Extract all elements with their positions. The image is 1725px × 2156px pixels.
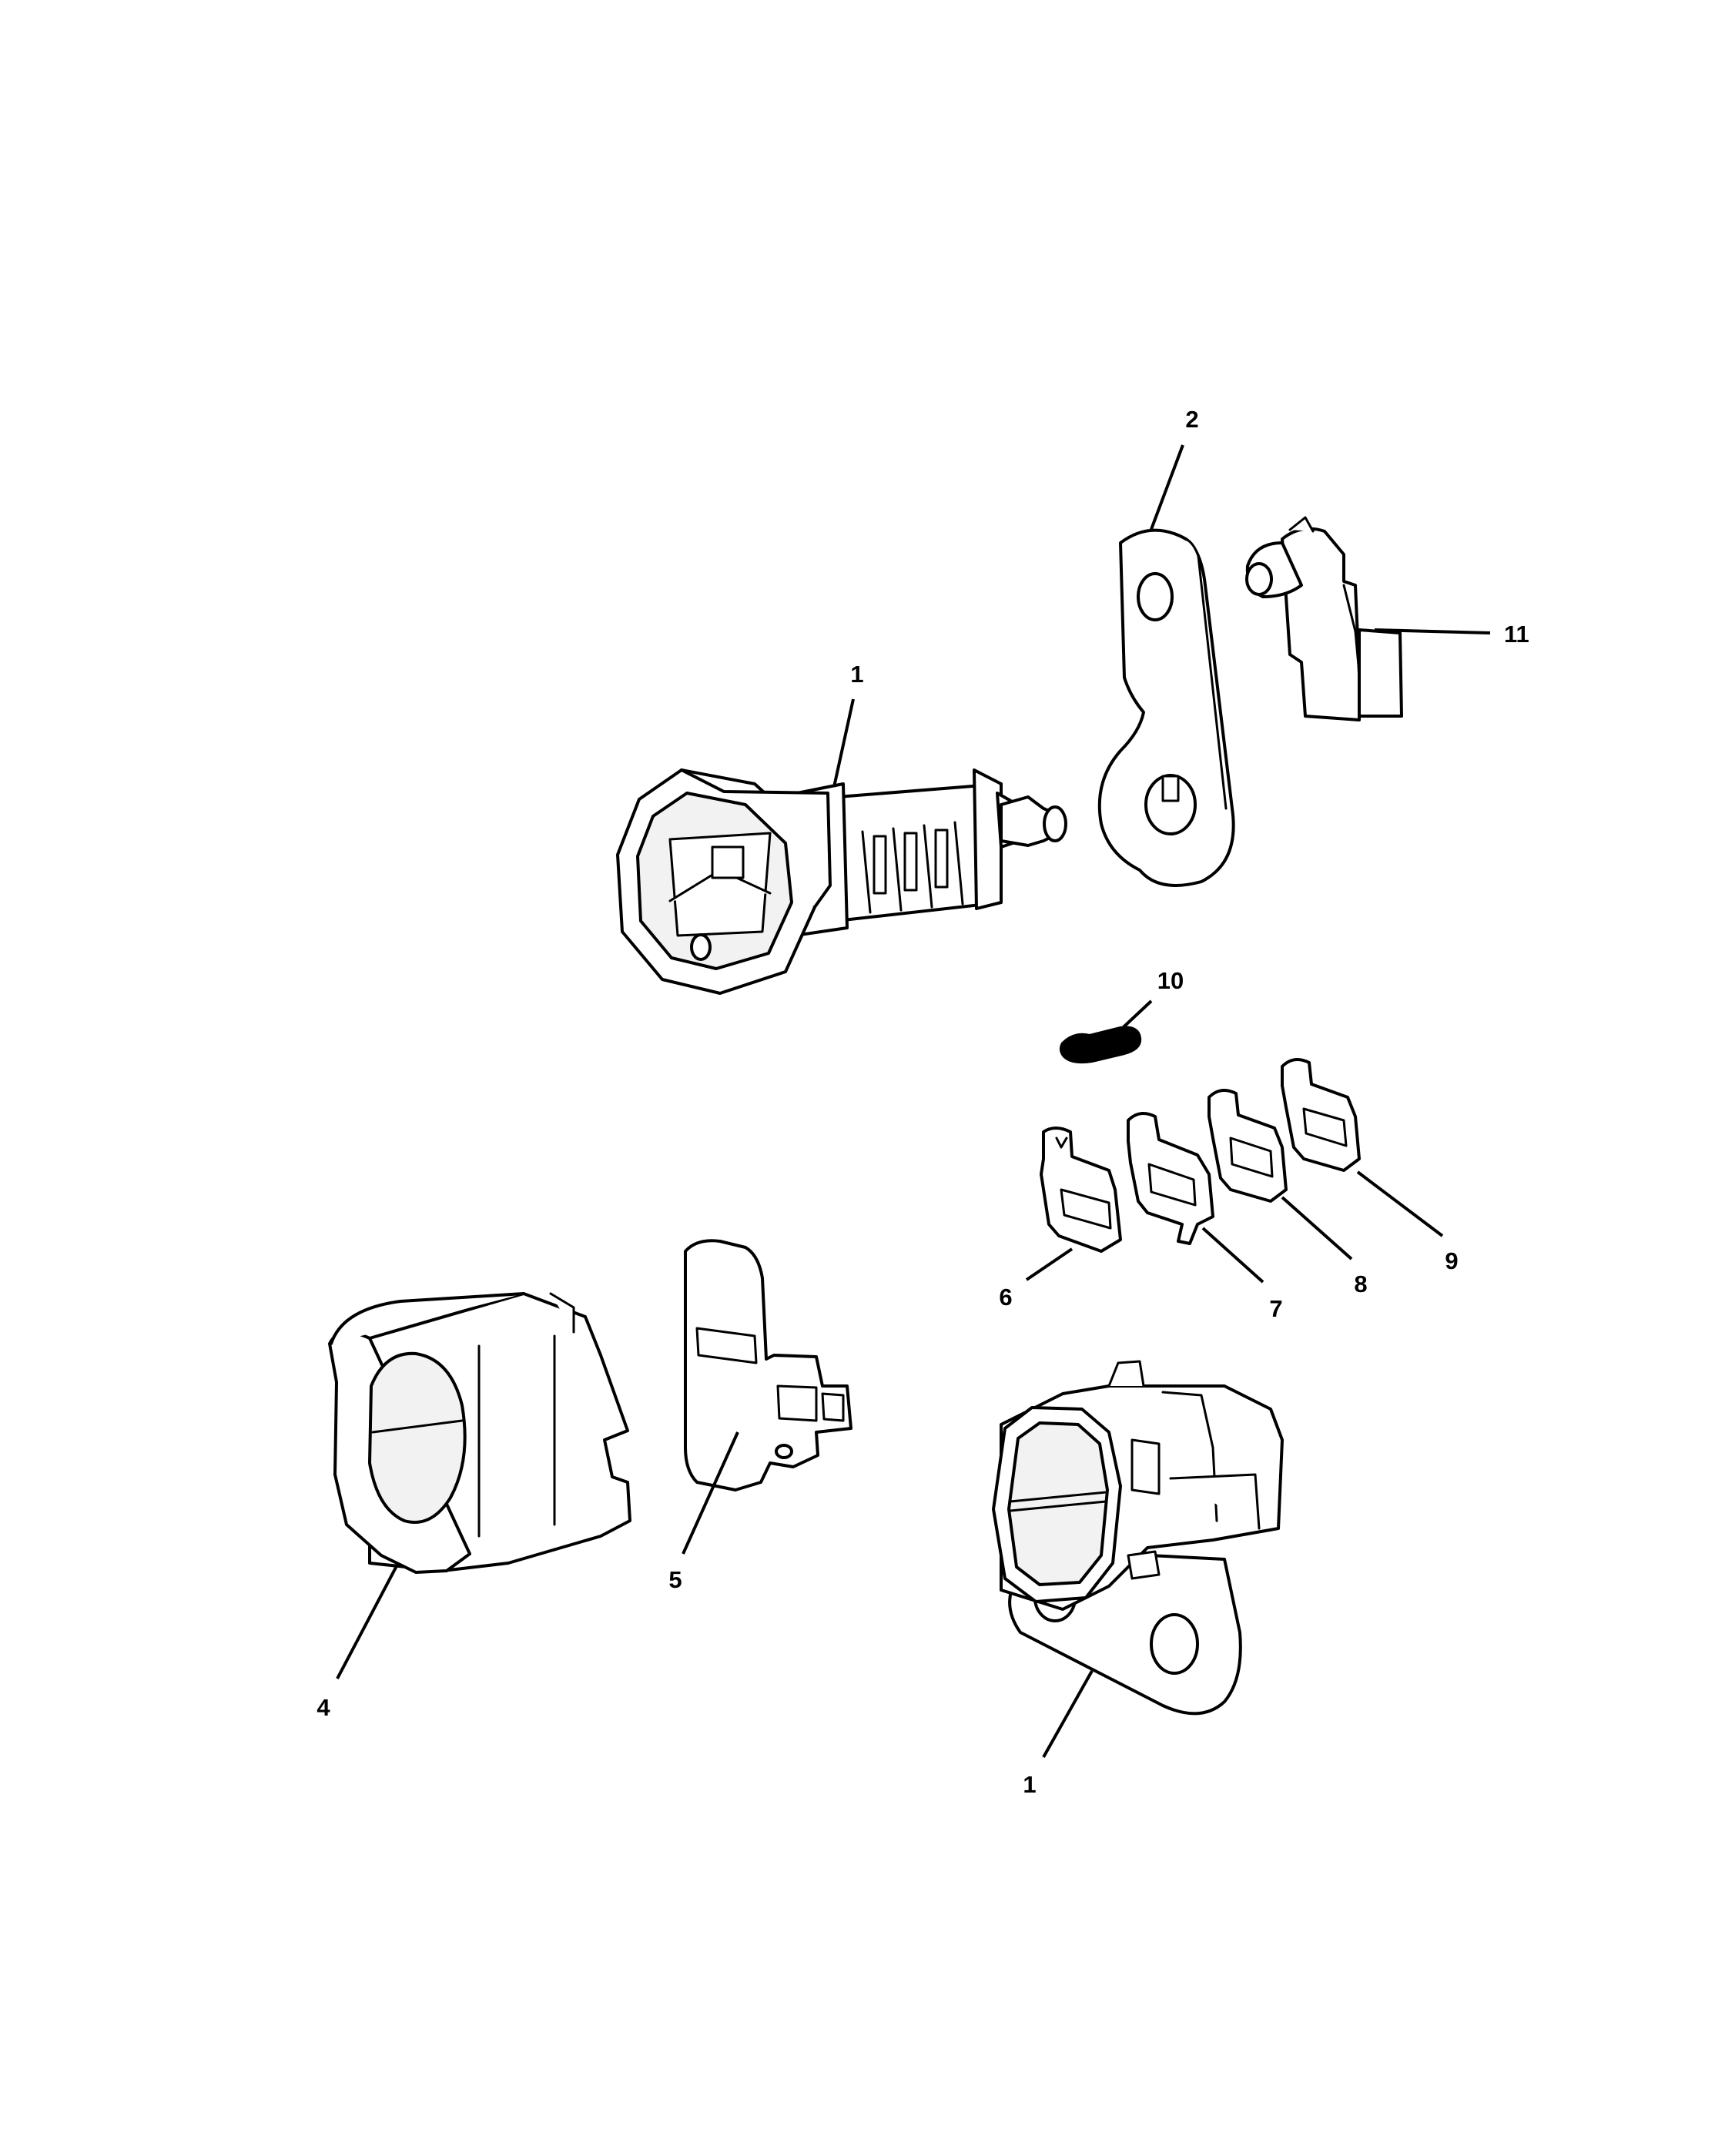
part-8-wafer <box>1208 1089 1288 1203</box>
leader-5 <box>682 1431 739 1555</box>
callout-8: 8 <box>1354 1270 1367 1297</box>
part-2-lever <box>1097 528 1235 887</box>
leader-1-top <box>832 698 855 788</box>
part-9-wafer <box>1281 1058 1361 1172</box>
leader-6 <box>1025 1247 1074 1281</box>
callouts: 1 2 11 10 6 7 8 9 4 5 1 <box>317 406 1529 1798</box>
callout-9: 9 <box>1445 1247 1458 1274</box>
callout-1-bottom: 1 <box>1023 1771 1036 1798</box>
leader-4 <box>336 1562 400 1679</box>
callout-10: 10 <box>1157 967 1184 994</box>
part-10-spring <box>1059 1026 1142 1064</box>
callout-4: 4 <box>317 1694 330 1721</box>
callout-1-top: 1 <box>850 661 863 688</box>
leader-11 <box>1374 628 1491 634</box>
part-6-wafer <box>1040 1127 1122 1253</box>
part-11-cam <box>1245 516 1403 721</box>
leader-7 <box>1201 1227 1264 1284</box>
part-1-lock-cylinder <box>616 768 1067 995</box>
callout-5: 5 <box>668 1566 682 1593</box>
callout-6: 6 <box>999 1284 1012 1311</box>
leader-10 <box>1113 999 1153 1037</box>
leader-2 <box>1149 444 1184 532</box>
leader-lines <box>336 444 1491 1758</box>
leader-9 <box>1356 1170 1444 1237</box>
leader-1-bottom <box>1042 1670 1094 1758</box>
callout-2: 2 <box>1185 406 1198 433</box>
part-7-wafer <box>1127 1112 1214 1245</box>
leader-8 <box>1281 1196 1353 1260</box>
part-4-bezel <box>328 1292 631 1574</box>
part-5-shutter <box>684 1239 852 1491</box>
part-1-housing <box>992 1360 1284 1716</box>
callout-11: 11 <box>1504 621 1529 648</box>
callout-7: 7 <box>1269 1295 1282 1322</box>
